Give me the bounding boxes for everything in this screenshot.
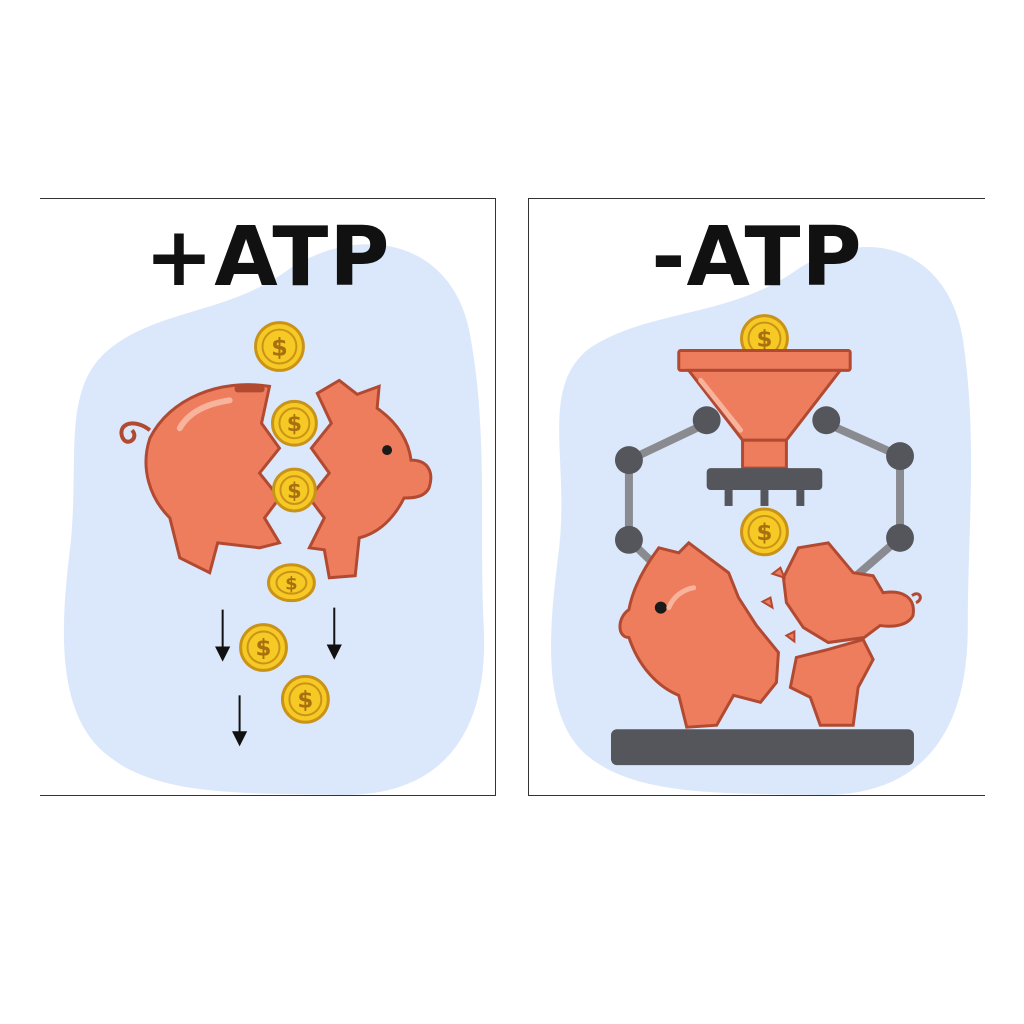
- coin-icon: $: [254, 321, 305, 372]
- piggy-bank-icon: [119, 378, 433, 580]
- panel-title-plus-atp: +ATP: [144, 210, 391, 305]
- svg-text:$: $: [287, 412, 302, 437]
- background-blob: [63, 244, 485, 795]
- piggy-bank-icon: [618, 540, 922, 729]
- down-arrow-icon: [232, 695, 248, 747]
- panel-minus-atp: $: [528, 198, 985, 796]
- coin-icon: $: [270, 399, 318, 447]
- plus-atp-illustration: $ $ $: [63, 244, 485, 795]
- svg-text:$: $: [285, 574, 297, 595]
- down-arrow-icon: [215, 609, 231, 662]
- funnel-icon: [677, 348, 852, 470]
- coin-icon: $: [267, 563, 316, 603]
- coin-icon: $: [280, 674, 330, 724]
- coin-icon: $: [239, 623, 288, 672]
- svg-text:$: $: [756, 327, 772, 353]
- svg-text:$: $: [756, 520, 772, 546]
- svg-text:$: $: [297, 687, 313, 713]
- panel-title-minus-atp: -ATP: [651, 210, 863, 305]
- press-plate-icon: [706, 468, 823, 506]
- svg-text:$: $: [287, 479, 302, 503]
- down-arrow-icon: [326, 607, 342, 660]
- coin-icon: $: [740, 507, 789, 557]
- svg-text:$: $: [271, 333, 288, 361]
- press-plate-icon: [610, 729, 914, 766]
- robotic-arm-joints: [614, 406, 914, 554]
- panel-plus-atp: $ $ $: [40, 198, 496, 796]
- minus-atp-illustration: $: [551, 247, 972, 795]
- coin-icon: $: [271, 467, 317, 513]
- svg-text:$: $: [256, 635, 272, 661]
